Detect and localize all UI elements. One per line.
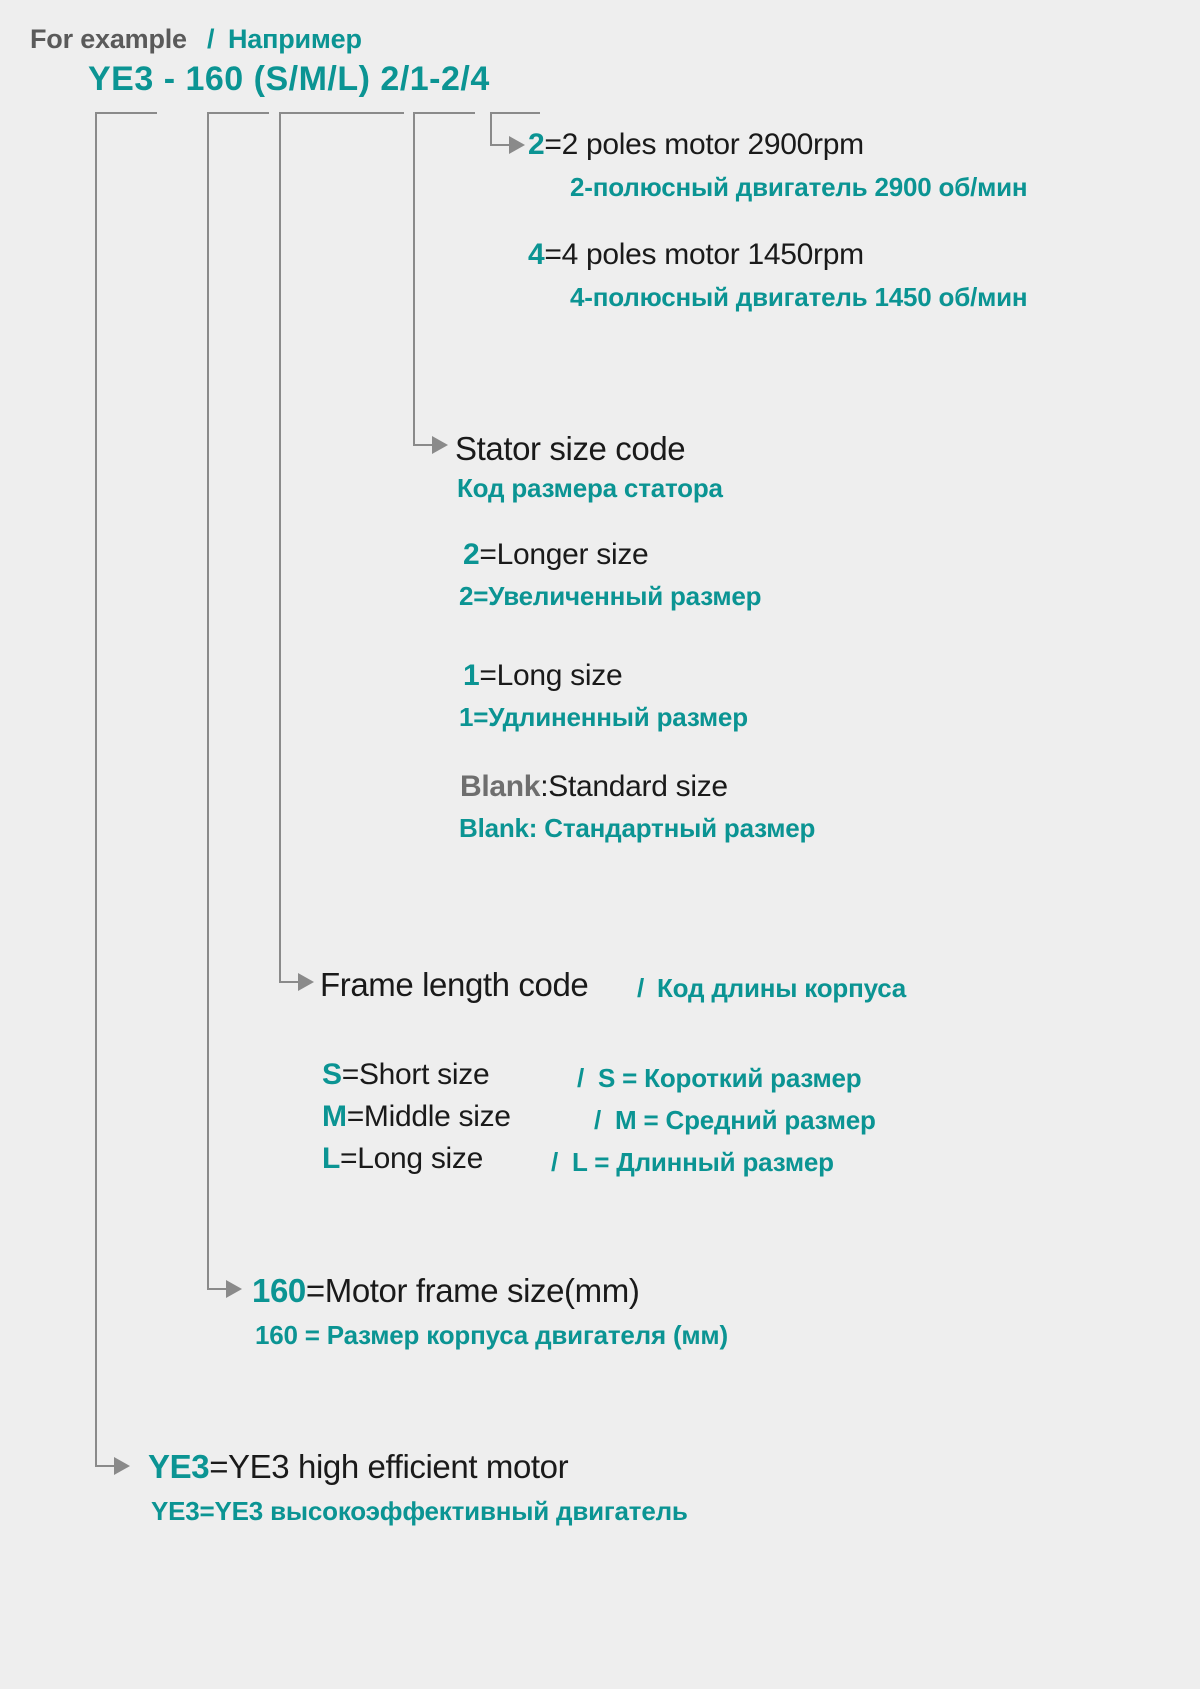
entry-frame-length-code-separator: / bbox=[637, 973, 645, 1003]
connector-stator-top bbox=[413, 112, 475, 114]
entry-short-size-english: S=Short size bbox=[322, 1058, 490, 1092]
connector-frame-arrow bbox=[298, 973, 314, 991]
entry-long-size-russian: 1=Удлиненный размер bbox=[459, 702, 748, 732]
entry-short-size-text: =Short size bbox=[341, 1058, 490, 1091]
entry-standard-size-russian: Blank: Стандартный размер bbox=[459, 813, 816, 843]
connector-ye3-arrow bbox=[114, 1457, 130, 1475]
connector-160-top bbox=[207, 112, 269, 114]
entry-4-poles-key: 4 bbox=[528, 238, 545, 271]
entry-long-size-text: =Long size bbox=[479, 659, 623, 692]
header-separator: / bbox=[207, 24, 215, 54]
connector-poles-bottom bbox=[490, 144, 510, 146]
entry-long-size-l-russian: L = Длинный размер bbox=[572, 1147, 834, 1177]
entry-long-size-english: 1=Long size bbox=[463, 659, 623, 693]
entry-ye3-text: =YE3 high efficient motor bbox=[209, 1448, 569, 1485]
entry-frame-size-russian: 160 = Размер корпуса двигателя (мм) bbox=[255, 1320, 728, 1350]
entry-long-size-key: 1 bbox=[463, 659, 480, 692]
entry-standard-size-text: :Standard size bbox=[540, 770, 728, 803]
entry-long-size-l-text: =Long size bbox=[340, 1142, 483, 1175]
connector-ye3-top bbox=[95, 112, 157, 114]
connector-stator-vertical bbox=[413, 112, 415, 446]
entry-ye3-english: YE3=YE3 high efficient motor bbox=[148, 1448, 569, 1486]
header-english-label: For example bbox=[30, 24, 187, 54]
connector-stator-bottom bbox=[413, 444, 433, 446]
entry-4-poles-english: 4=4 poles motor 1450rpm bbox=[528, 238, 864, 272]
connector-160-arrow bbox=[226, 1280, 242, 1298]
entry-2-poles-text: =2 poles motor 2900rpm bbox=[544, 128, 864, 161]
entry-middle-size-english: M=Middle size bbox=[322, 1100, 511, 1134]
entry-middle-size-key: M bbox=[322, 1100, 347, 1133]
entry-frame-size-english: 160=Motor frame size(mm) bbox=[252, 1272, 640, 1310]
entry-2-poles-key: 2 bbox=[528, 128, 545, 161]
connector-poles-top bbox=[490, 112, 540, 114]
entry-long-size-l-key: L bbox=[322, 1142, 341, 1175]
entry-long-size-l-separator: / bbox=[551, 1147, 559, 1177]
entry-2-poles-english: 2=2 poles motor 2900rpm bbox=[528, 128, 864, 162]
entry-frame-length-code-english: Frame length code bbox=[320, 966, 589, 1003]
connector-poles-vertical bbox=[490, 112, 492, 146]
entry-middle-size-russian: M = Средний размер bbox=[615, 1105, 876, 1135]
connector-ye3-vertical bbox=[95, 112, 97, 1467]
entry-longer-size-text: =Longer size bbox=[479, 538, 649, 571]
entry-middle-size-text: =Middle size bbox=[346, 1100, 511, 1133]
entry-longer-size-english: 2=Longer size bbox=[463, 538, 649, 572]
entry-4-poles-text: =4 poles motor 1450rpm bbox=[544, 238, 864, 271]
entry-long-size-l-english: L=Long size bbox=[322, 1142, 483, 1176]
entry-stator-size-code-english: Stator size code bbox=[455, 430, 686, 467]
connector-poles-arrow bbox=[509, 136, 525, 154]
connector-160-vertical bbox=[207, 112, 209, 1290]
entry-ye3-key: YE3 bbox=[148, 1448, 210, 1485]
connector-frame-top bbox=[279, 112, 404, 114]
header-russian-label: Например bbox=[228, 24, 362, 54]
entry-2-poles-russian: 2-полюсный двигатель 2900 об/мин bbox=[570, 172, 1028, 202]
entry-short-size-separator: / bbox=[577, 1063, 585, 1093]
entry-middle-size-separator: / bbox=[594, 1105, 602, 1135]
entry-standard-size-key: Blank bbox=[460, 770, 541, 803]
model-formula: YE3 - 160 (S/M/L) 2/1-2/4 bbox=[88, 60, 490, 98]
entry-longer-size-russian: 2=Увеличенный размер bbox=[459, 581, 762, 611]
entry-short-size-key: S bbox=[322, 1058, 342, 1091]
connector-ye3-bottom bbox=[95, 1465, 115, 1467]
entry-frame-size-text: =Motor frame size(mm) bbox=[305, 1272, 640, 1309]
entry-standard-size-english: Blank:Standard size bbox=[460, 770, 728, 804]
entry-frame-length-code-russian: Код длины корпуса bbox=[657, 973, 907, 1003]
entry-stator-size-code-russian: Код размера статора bbox=[457, 473, 723, 503]
entry-frame-size-key: 160 bbox=[252, 1272, 306, 1309]
entry-ye3-russian: YE3=YE3 высокоэффективный двигатель bbox=[151, 1496, 688, 1526]
connector-160-bottom bbox=[207, 1288, 227, 1290]
connector-stator-arrow bbox=[432, 436, 448, 454]
entry-short-size-russian: S = Короткий размер bbox=[598, 1063, 862, 1093]
entry-4-poles-russian: 4-полюсный двигатель 1450 об/мин bbox=[570, 282, 1028, 312]
connector-frame-vertical bbox=[279, 112, 281, 983]
entry-longer-size-key: 2 bbox=[463, 538, 480, 571]
connector-frame-bottom bbox=[279, 981, 299, 983]
